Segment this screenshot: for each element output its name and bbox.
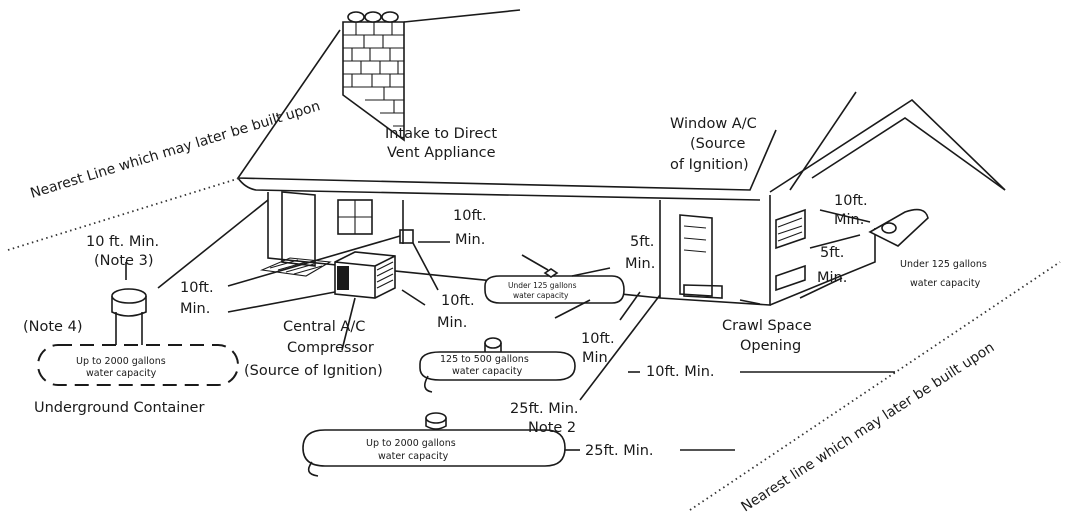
intake-right-dist-line1: 10ft.	[453, 208, 487, 224]
note3-line1: 10 ft. Min.	[86, 234, 159, 250]
corner-10-dist-line1: 10ft.	[581, 331, 615, 347]
property-line-right	[689, 261, 1061, 511]
intake-down-dist-line2: Min.	[437, 315, 467, 331]
row-10-dist: 10ft. Min.	[646, 364, 715, 380]
property-line-left	[7, 177, 241, 251]
tank-under125-small-line2: water capacity	[513, 291, 569, 300]
house	[236, 9, 1006, 306]
crawl-label-line2: Opening	[740, 338, 801, 354]
intake-label-line1: Intake to Direct	[385, 126, 497, 142]
central-ac-label-line2: Compressor	[287, 340, 374, 356]
intake-label-line2: Vent Appliance	[387, 145, 496, 161]
window-ac-label-line3: of Ignition)	[670, 157, 749, 173]
window-5-dist-line1: 5ft.	[820, 245, 844, 261]
tank-2000-under-line1: Up to 2000 gallons	[76, 356, 166, 367]
row-25-dist: 25ft. Min.	[585, 443, 654, 459]
tank-125-500-line2: water capacity	[452, 366, 523, 377]
intake-left-dist-line2: Min.	[180, 301, 210, 317]
window-ac-label-line2: (Source	[690, 136, 746, 152]
tank-underground	[37, 288, 239, 386]
note2-line1: 25ft. Min.	[510, 401, 579, 417]
note3-line2: (Note 3)	[94, 253, 153, 269]
corner-10-dist-line2: Min	[582, 350, 608, 366]
tank-2000-under-line2: water capacity	[86, 368, 157, 379]
underground-label: Underground Container	[34, 400, 204, 416]
window-5-dist-line2: Min.	[817, 270, 847, 286]
tank-2000-front	[302, 412, 566, 477]
tank-under-125-right	[868, 208, 929, 247]
central-ac-label-line3: (Source of Ignition)	[244, 363, 383, 379]
intake-right-dist-line2: Min.	[455, 232, 485, 248]
central-ac-label-line1: Central A/C	[283, 319, 365, 335]
tank-under125-right-line2: water capacity	[910, 278, 981, 289]
tank-2000-front-line1: Up to 2000 gallons	[366, 438, 456, 449]
intake-down-dist-line1: 10ft.	[441, 293, 475, 309]
tank-under-125-small	[484, 268, 625, 304]
tank-125-500	[419, 337, 576, 393]
crawl-label-line1: Crawl Space	[722, 318, 812, 334]
intake-left-dist-line1: 10ft.	[180, 280, 214, 296]
note4-label: (Note 4)	[23, 319, 82, 335]
tank-under125-small-line1: Under 125 gallons	[508, 281, 577, 290]
five-mid-dist-line1: 5ft.	[630, 234, 654, 250]
window-ac-label-line1: Window A/C	[670, 116, 757, 132]
note2-line2: Note 2	[528, 420, 576, 436]
tank-125-500-line1: 125 to 500 gallons	[440, 354, 529, 365]
five-mid-dist-line2: Min.	[625, 256, 655, 272]
dimension-lines	[125, 199, 895, 451]
property-line-right-label: Nearest line which may later be built up…	[738, 339, 997, 515]
window-10-dist-line1: 10ft.	[834, 193, 868, 209]
property-line-left-label: Nearest Line which may later be built up…	[28, 98, 322, 202]
tank-under125-right-line1: Under 125 gallons	[900, 259, 987, 270]
tank-2000-front-line2: water capacity	[378, 451, 449, 462]
window-10-dist-line2: Min.	[834, 212, 864, 228]
